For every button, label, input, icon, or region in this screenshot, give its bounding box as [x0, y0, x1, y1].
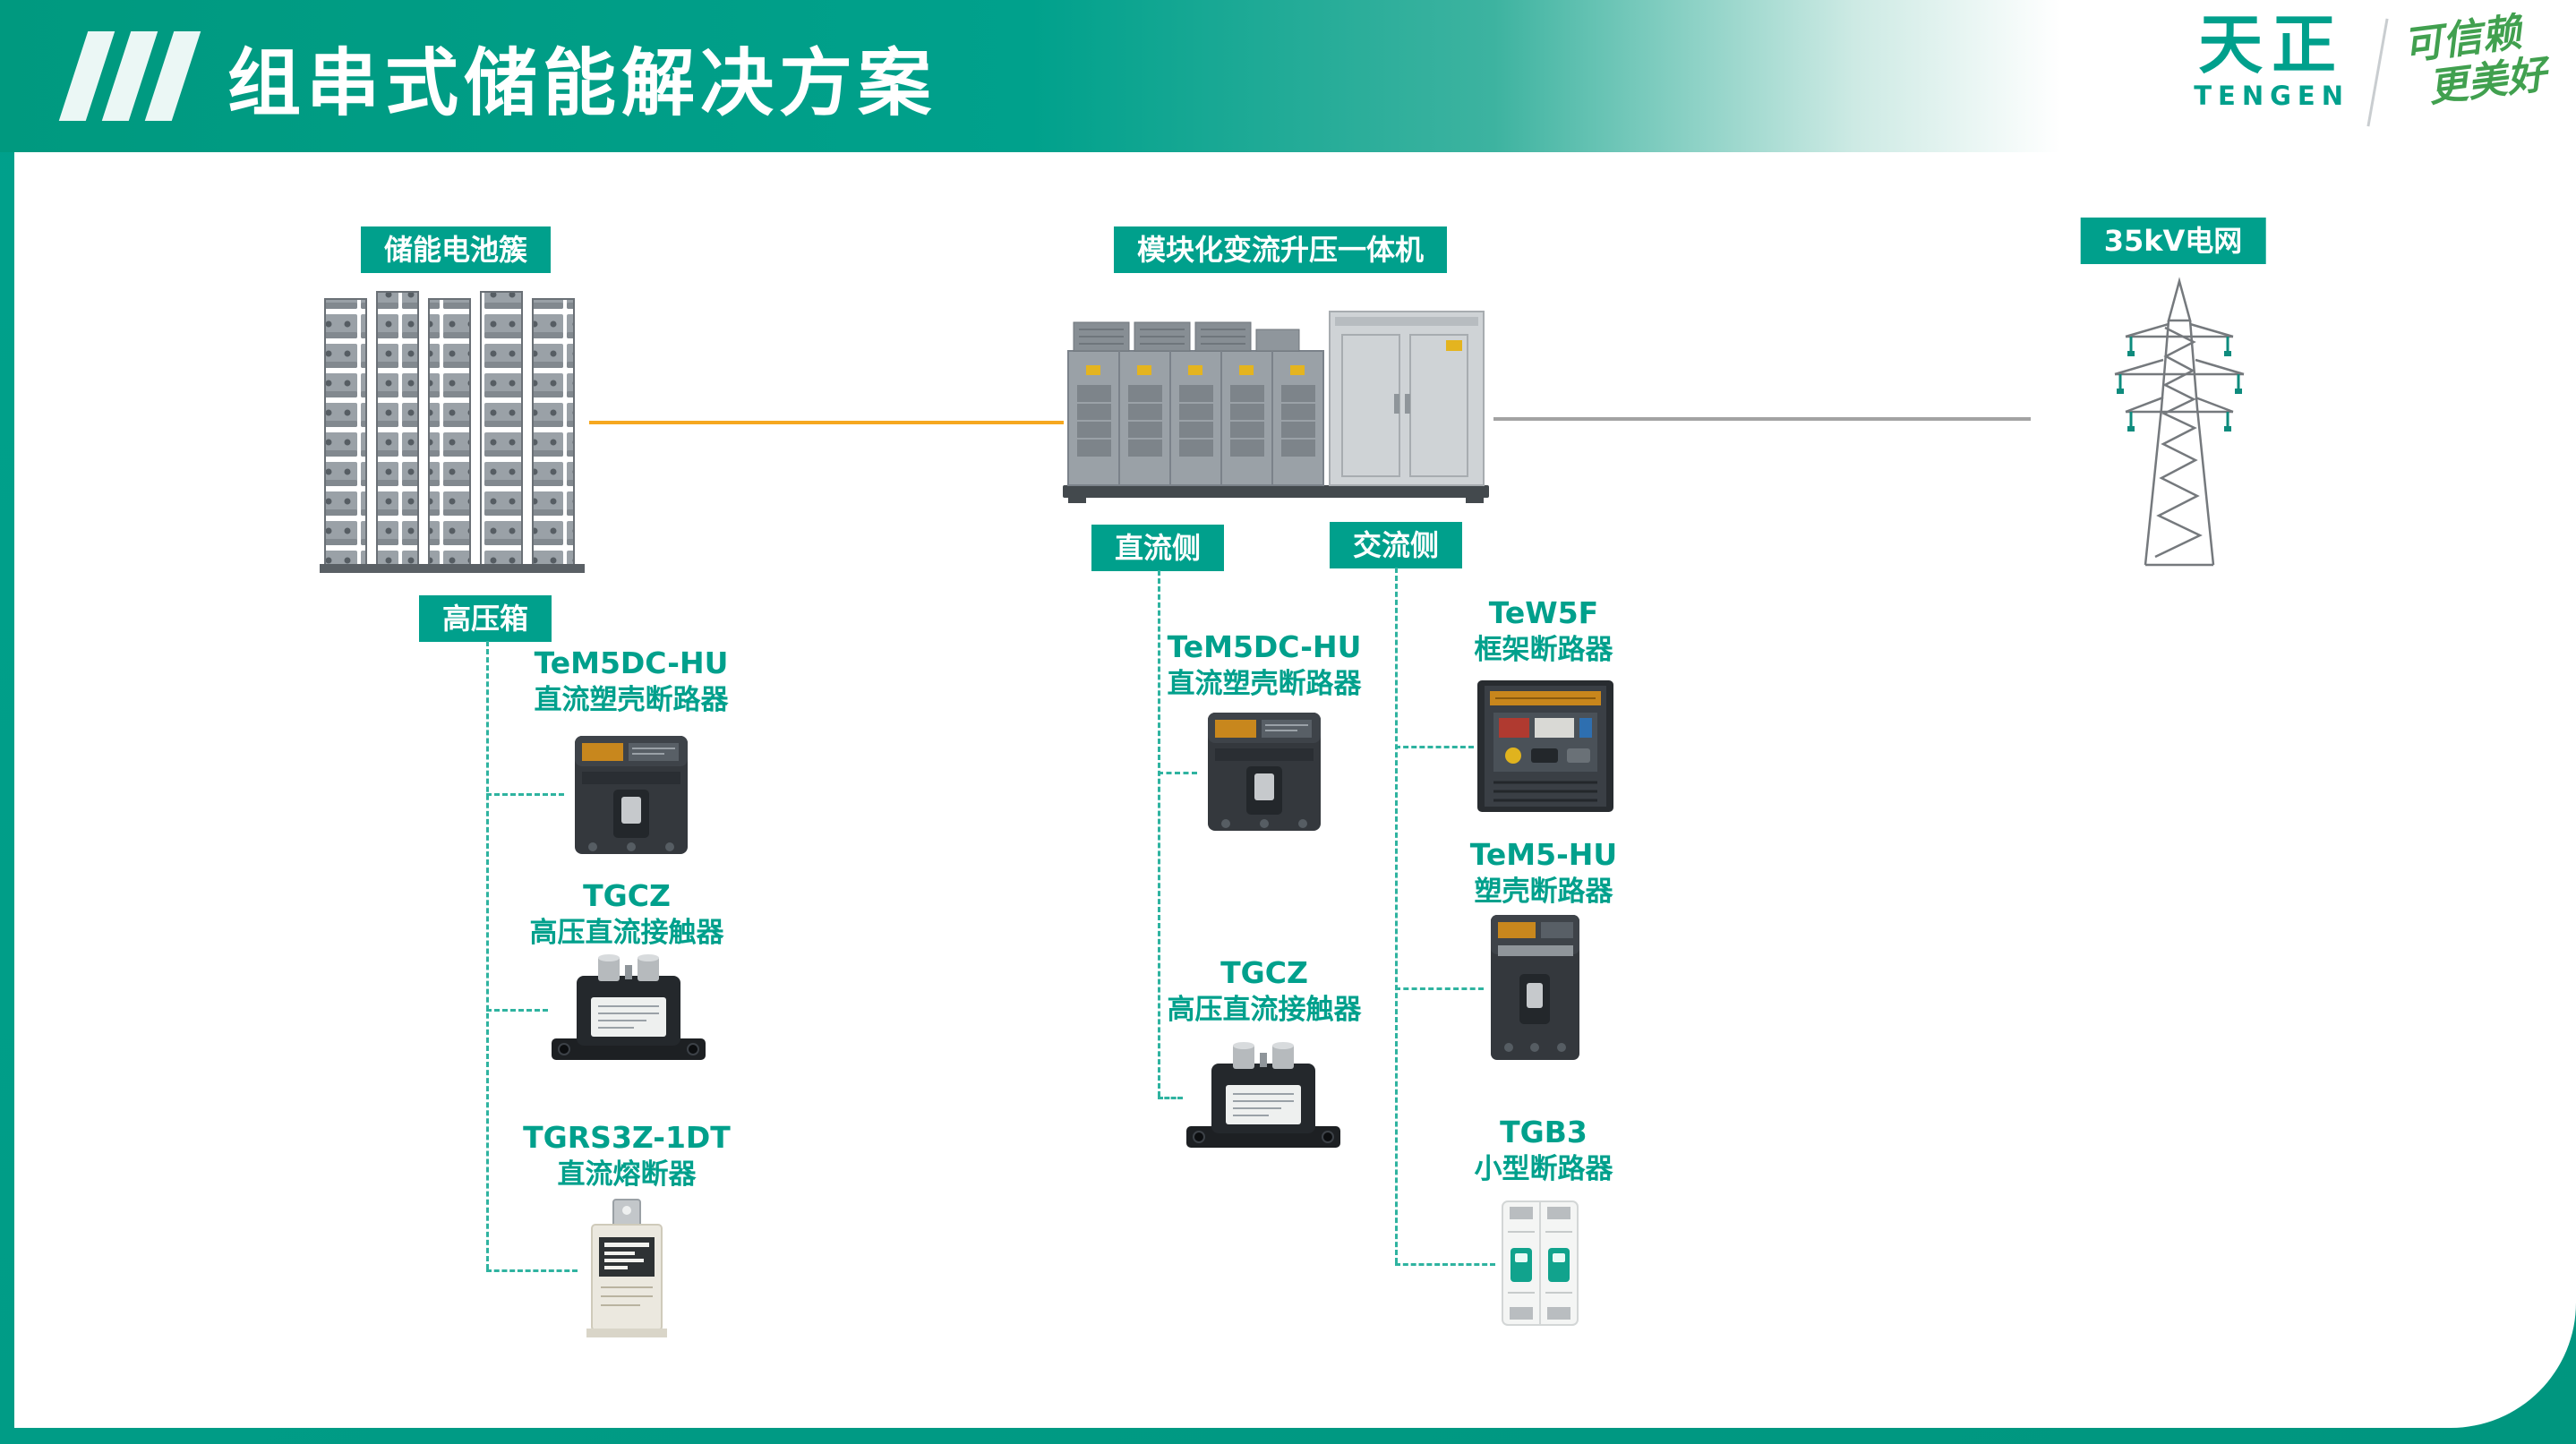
product-desc: 高压直流接触器	[529, 917, 724, 949]
product-model: TGB3	[1500, 1115, 1588, 1149]
dc-contactor-image-left	[548, 951, 709, 1067]
label-grid: 35kV电网	[2080, 218, 2266, 264]
connector-ac-vertical	[1395, 568, 1398, 1263]
product-model: TeM5-HU	[1469, 837, 1618, 872]
product-desc: 直流熔断器	[557, 1158, 697, 1191]
product-label: TGCZ 高压直流接触器	[1168, 954, 1362, 1028]
product-label: TGRS3Z-1DT 直流熔断器	[523, 1119, 731, 1192]
dc-fuse-image	[578, 1198, 676, 1341]
pcs-container-image	[1061, 295, 1491, 506]
connector-dc-1	[1158, 772, 1197, 774]
slide-marker-icon	[58, 31, 201, 121]
battery-rack-image	[318, 283, 586, 578]
connector-dc-vertical	[1158, 570, 1160, 1097]
product-model: TGRS3Z-1DT	[523, 1120, 731, 1155]
connector-dc-2	[1158, 1097, 1183, 1099]
product-desc: 塑壳断路器	[1474, 876, 1613, 908]
brand-block: 天正 TENGEN 可信赖 更美好	[2194, 10, 2549, 127]
brand-name-en: TENGEN	[2194, 81, 2349, 111]
product-desc: 直流塑壳断路器	[534, 684, 729, 716]
product-model: TeM5DC-HU	[534, 645, 729, 680]
product-desc: 小型断路器	[1474, 1153, 1613, 1185]
brand-divider	[2366, 18, 2389, 127]
product-label: TeW5F 框架断路器	[1475, 594, 1613, 668]
connector-left-vertical	[486, 641, 489, 1269]
connector-left-2	[486, 1009, 548, 1012]
product-desc: 框架断路器	[1474, 634, 1613, 666]
brand-name-cn: 天正	[2198, 7, 2346, 82]
transmission-tower-image	[2090, 274, 2269, 569]
product-label: TeM5DC-HU 直流塑壳断路器	[535, 645, 729, 718]
product-model: TGCZ	[583, 878, 671, 913]
connector-ac-2	[1395, 987, 1484, 990]
product-desc: 高压直流接触器	[1167, 994, 1362, 1026]
brand-slogan: 可信赖 更美好	[2401, 8, 2548, 114]
dc-mccb-image-left	[564, 732, 698, 858]
header: 组串式储能解决方案 天正 TENGEN 可信赖 更美好	[0, 0, 2576, 152]
label-battery-cluster: 储能电池簇	[360, 226, 552, 273]
acb-image	[1474, 677, 1617, 816]
connector-left-3	[486, 1269, 578, 1272]
product-model: TeW5F	[1488, 595, 1599, 630]
product-label: TGB3 小型断路器	[1475, 1114, 1613, 1187]
connector-ac-3	[1395, 1263, 1495, 1266]
connector-left-1	[486, 793, 564, 796]
connector-ac-1	[1395, 746, 1474, 748]
dc-contactor-image-mid	[1183, 1038, 1344, 1155]
dc-mccb-image-mid	[1197, 709, 1331, 834]
dc-bus-line	[589, 421, 1064, 424]
tengen-logo: 天正 TENGEN	[2194, 11, 2349, 111]
label-hv-box: 高压箱	[418, 595, 552, 642]
label-pcs: 模块化变流升压一体机	[1113, 226, 1448, 273]
product-label: TeM5DC-HU 直流塑壳断路器	[1168, 628, 1362, 702]
mcb-image	[1495, 1196, 1585, 1330]
product-model: TGCZ	[1220, 955, 1308, 990]
ac-grid-line	[1493, 417, 2031, 421]
product-label: TeM5-HU 塑壳断路器	[1470, 836, 1617, 910]
product-model: TeM5DC-HU	[1167, 629, 1362, 664]
product-label: TGCZ 高压直流接触器	[530, 877, 724, 951]
page-title: 组串式储能解决方案	[227, 40, 937, 126]
label-dc-side: 直流侧	[1091, 525, 1225, 571]
label-ac-side: 交流侧	[1329, 522, 1463, 568]
mccb-image	[1484, 911, 1587, 1064]
product-desc: 直流塑壳断路器	[1167, 668, 1362, 700]
